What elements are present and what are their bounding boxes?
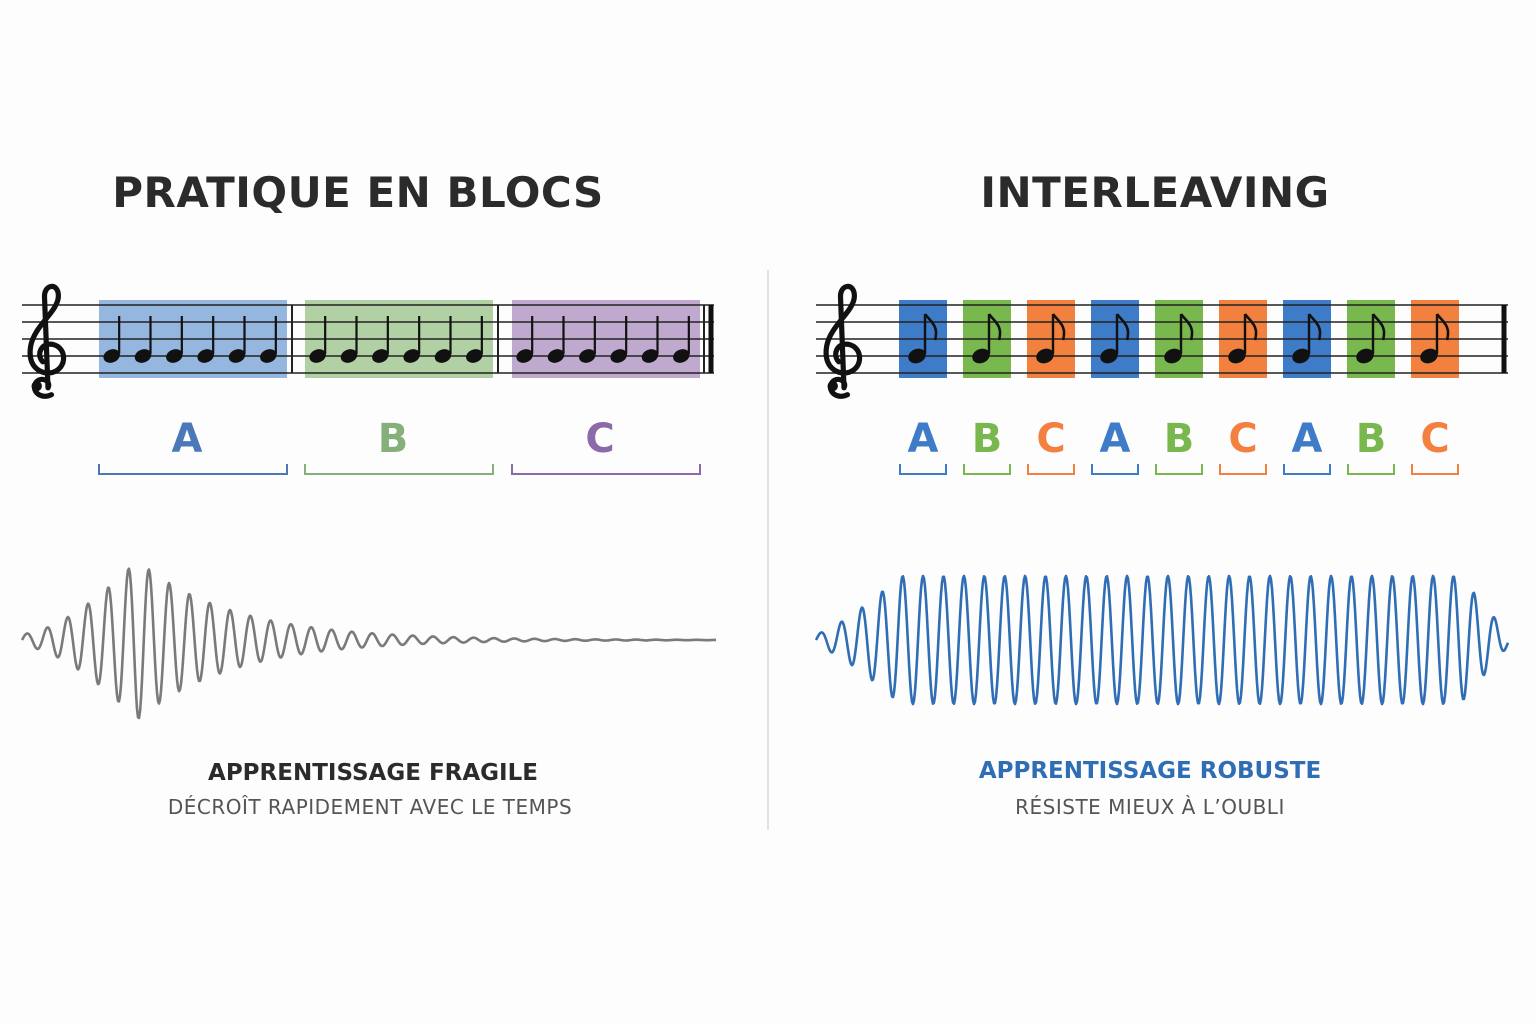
quarter-note-icon bbox=[403, 316, 421, 363]
sustained-waveform bbox=[814, 574, 1510, 706]
blocked-caption-title: APPRENTISSAGE FRAGILE bbox=[208, 760, 538, 786]
eighth-note-icon bbox=[1420, 313, 1450, 364]
quarter-note-icon bbox=[103, 316, 121, 363]
interleave-bracket-c bbox=[1411, 464, 1459, 475]
quarter-note-icon bbox=[610, 316, 628, 363]
eighth-note-icon bbox=[1036, 313, 1066, 364]
blocked-title: PRATIQUE EN BLOCS bbox=[112, 168, 604, 217]
quarter-note-icon bbox=[516, 316, 534, 363]
eighth-note-icon bbox=[1292, 313, 1322, 364]
block-label-b: B bbox=[378, 416, 409, 462]
treble-clef-icon bbox=[826, 286, 859, 396]
treble-clef-icon bbox=[30, 286, 63, 396]
block-label-c: C bbox=[585, 416, 614, 462]
quarter-note-icon bbox=[579, 316, 596, 363]
quarter-note-icon bbox=[340, 316, 358, 363]
eighth-note-icon bbox=[908, 313, 938, 364]
quarter-note-icon bbox=[134, 316, 152, 363]
decay-waveform bbox=[20, 567, 717, 720]
quarter-note-icon bbox=[372, 316, 389, 363]
block-label-a: A bbox=[172, 416, 203, 462]
interleaving-title: INTERLEAVING bbox=[980, 168, 1330, 217]
interleave-label-b: B bbox=[1356, 416, 1387, 462]
interleave-bracket-b bbox=[963, 464, 1011, 475]
quarter-note-icon bbox=[434, 316, 452, 363]
interleaving-caption-title: APPRENTISSAGE ROBUSTE bbox=[978, 758, 1322, 784]
interleave-label-b: B bbox=[1164, 416, 1195, 462]
quarter-note-icon bbox=[466, 316, 483, 363]
interleave-label-c: C bbox=[1228, 416, 1257, 462]
quarter-note-icon bbox=[547, 316, 565, 363]
quarter-note-icon bbox=[260, 316, 277, 363]
interleave-label-c: C bbox=[1036, 416, 1065, 462]
interleave-label-a: A bbox=[1100, 416, 1131, 462]
quarter-note-icon bbox=[673, 316, 690, 363]
block-bracket-b bbox=[304, 464, 494, 475]
interleave-bracket-b bbox=[1155, 464, 1203, 475]
block-bracket-c bbox=[511, 464, 701, 475]
eighth-note-icon bbox=[1356, 313, 1386, 364]
block-bracket-a bbox=[98, 464, 288, 475]
interleave-bracket-c bbox=[1027, 464, 1075, 475]
interleave-bracket-a bbox=[1283, 464, 1331, 475]
interleave-bracket-a bbox=[1091, 464, 1139, 475]
quarter-note-icon bbox=[228, 316, 246, 363]
quarter-note-icon bbox=[641, 316, 659, 363]
quarter-note-icon bbox=[309, 316, 327, 363]
interleave-bracket-b bbox=[1347, 464, 1395, 475]
interleave-label-c: C bbox=[1420, 416, 1449, 462]
interleave-label-b: B bbox=[972, 416, 1003, 462]
quarter-note-icon bbox=[197, 316, 215, 363]
eighth-note-icon bbox=[972, 313, 1002, 364]
interleave-label-a: A bbox=[908, 416, 939, 462]
interleave-bracket-c bbox=[1219, 464, 1267, 475]
interleave-label-a: A bbox=[1292, 416, 1323, 462]
eighth-note-icon bbox=[1228, 313, 1258, 364]
interleaving-caption-subtitle: RÉSISTE MIEUX À L’OUBLI bbox=[1015, 795, 1285, 819]
blocked-caption-subtitle: DÉCROÎT RAPIDEMENT AVEC LE TEMPS bbox=[167, 795, 573, 819]
eighth-note-icon bbox=[1100, 313, 1130, 364]
eighth-note-icon bbox=[1164, 313, 1194, 364]
interleave-bracket-a bbox=[899, 464, 947, 475]
quarter-note-icon bbox=[166, 316, 183, 363]
